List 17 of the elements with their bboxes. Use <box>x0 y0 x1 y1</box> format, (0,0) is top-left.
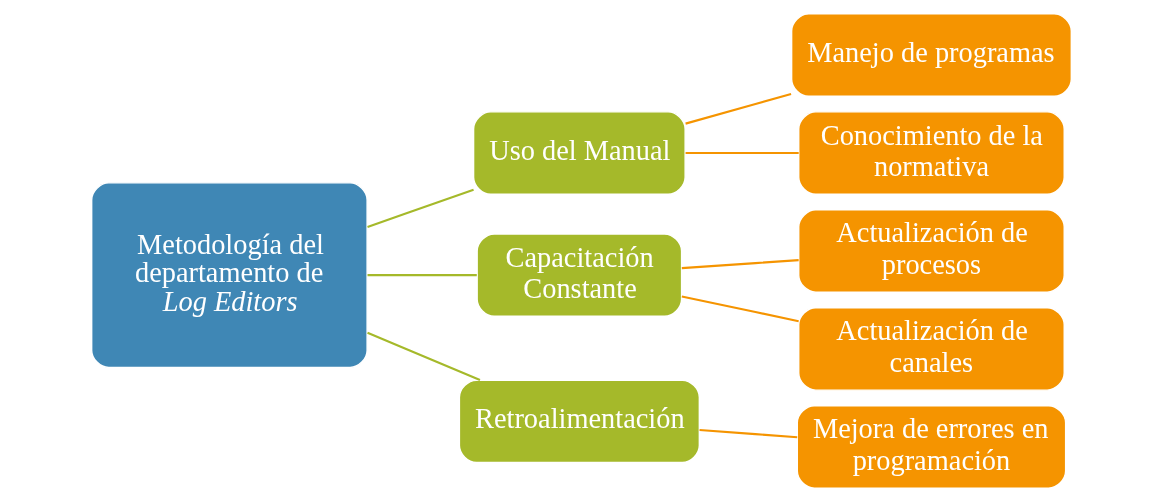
node-box: Metodología del departamento de Log Editors <box>90 182 368 369</box>
connector <box>367 188 474 229</box>
connector <box>685 93 792 125</box>
node-box: Actualización de canales <box>798 307 1065 391</box>
connector <box>685 151 799 155</box>
node-box: Capacitación Constante <box>476 233 683 317</box>
connector <box>681 259 799 270</box>
connector <box>699 429 798 439</box>
node-box: Mejora de errores en programación <box>796 405 1067 489</box>
node-box: Retroalimentación <box>458 379 701 464</box>
node-box: Manejo de programas <box>790 13 1073 97</box>
connector <box>367 331 481 382</box>
node-box: Conocimiento de la normativa <box>798 111 1065 195</box>
node-box: Actualización de procesos <box>798 209 1065 293</box>
connector <box>367 274 477 277</box>
connector <box>681 295 799 323</box>
node-box: Uso del Manual <box>472 111 686 195</box>
